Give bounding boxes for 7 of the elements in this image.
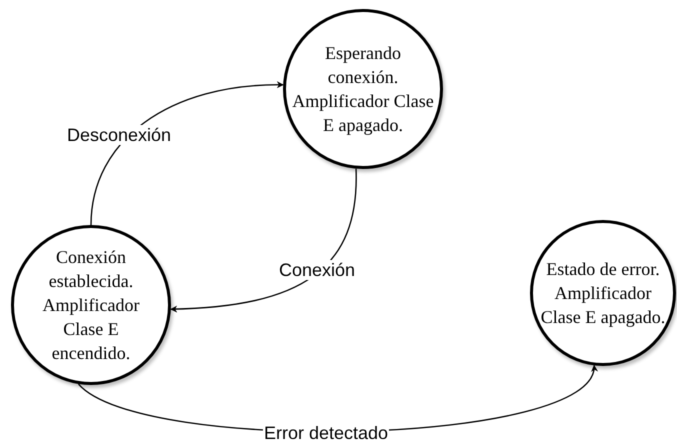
edge-label: Conexión <box>278 260 356 280</box>
edge-label: Desconexión <box>66 125 172 145</box>
arrow <box>90 81 284 226</box>
state-label: Estado de error. Amplificador Clase E apagado. <box>540 258 666 329</box>
state-label: Conexión establecida. Amplificador Clase E encendido. <box>42 246 140 365</box>
arrow <box>170 168 357 312</box>
state-label: Esperando conexión. Amplificador Clase E apagado. <box>291 42 435 137</box>
